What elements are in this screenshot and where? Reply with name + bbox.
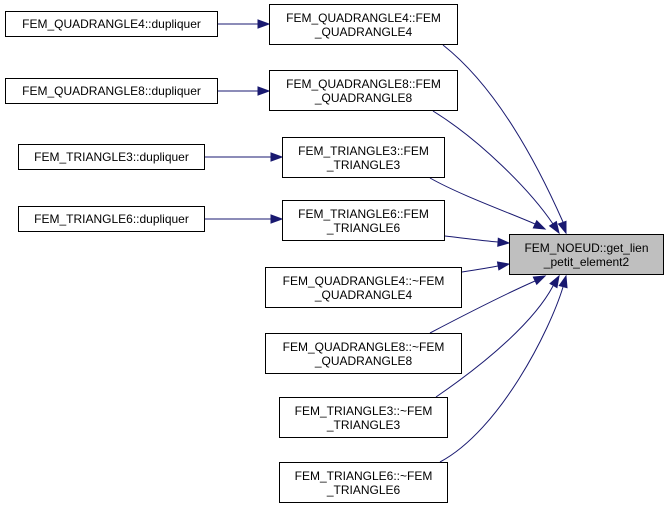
node-quadrangle8-constructor[interactable]: FEM_QUADRANGLE8::FEM _QUADRANGLE8 xyxy=(269,70,458,111)
node-label-line1: FEM_QUADRANGLE8::~FEM xyxy=(282,339,445,354)
node-triangle3-destructor[interactable]: FEM_TRIANGLE3::~FEM _TRIANGLE3 xyxy=(279,397,448,438)
node-label: FEM_TRIANGLE6::dupliquer xyxy=(34,212,189,226)
node-label-line2: _QUADRANGLE4 xyxy=(314,287,413,302)
node-target-get-lien-petit-element2[interactable]: FEM_NOEUD::get_lien _petit_element2 xyxy=(509,234,664,275)
node-quadrangle4-constructor[interactable]: FEM_QUADRANGLE4::FEM _QUADRANGLE4 xyxy=(269,4,458,45)
node-triangle6-destructor[interactable]: FEM_TRIANGLE6::~FEM _TRIANGLE6 xyxy=(279,462,448,503)
arrowhead-m8-to-target xyxy=(558,274,568,289)
node-quadrangle4-destructor[interactable]: FEM_QUADRANGLE4::~FEM _QUADRANGLE4 xyxy=(265,267,462,308)
arrowhead-m5-to-target xyxy=(496,261,511,271)
node-label-line2: _petit_element2 xyxy=(543,254,630,269)
node-label-line2: _QUADRANGLE4 xyxy=(314,24,413,39)
node-quadrangle8-destructor[interactable]: FEM_QUADRANGLE8::~FEM _QUADRANGLE8 xyxy=(265,333,462,374)
node-label-line1: FEM_TRIANGLE3::~FEM xyxy=(294,403,433,418)
arrowhead-l3-to-m3 xyxy=(270,152,284,162)
arrowhead-m3-to-target xyxy=(532,219,547,230)
node-label-line1: FEM_QUADRANGLE4::FEM xyxy=(286,10,441,25)
arrowhead-m6-to-target xyxy=(532,275,547,286)
node-label-line1: FEM_TRIANGLE6::FEM xyxy=(298,206,429,221)
node-label-line1: FEM_QUADRANGLE4::~FEM xyxy=(282,273,445,288)
node-triangle6-constructor[interactable]: FEM_TRIANGLE6::FEM _TRIANGLE6 xyxy=(282,200,445,241)
node-label-line2: _TRIANGLE6 xyxy=(326,220,401,235)
node-label-line1: FEM_NOEUD::get_lien xyxy=(524,240,649,255)
node-label-line2: _TRIANGLE3 xyxy=(326,417,401,432)
edge-m3-to-target xyxy=(429,177,536,225)
node-label: FEM_TRIANGLE3::dupliquer xyxy=(34,150,189,164)
edge-m4-to-target xyxy=(444,235,499,243)
node-triangle6-dupliquer[interactable]: FEM_TRIANGLE6::dupliquer xyxy=(18,206,205,232)
arrowhead-m7-to-target xyxy=(549,274,560,289)
node-label-line2: _TRIANGLE3 xyxy=(326,157,401,172)
node-label-line2: _QUADRANGLE8 xyxy=(314,90,413,105)
arrowhead-l1-to-m1 xyxy=(257,19,271,29)
edge-m6-to-target xyxy=(429,280,536,334)
node-label-line1: FEM_TRIANGLE3::FEM xyxy=(298,143,429,158)
node-triangle3-constructor[interactable]: FEM_TRIANGLE3::FEM _TRIANGLE3 xyxy=(282,137,445,178)
arrowhead-m1-to-target xyxy=(557,220,567,235)
node-label-line1: FEM_QUADRANGLE8::FEM xyxy=(286,76,441,91)
edge-m5-to-target xyxy=(461,265,499,273)
arrowhead-l4-to-m4 xyxy=(270,214,284,224)
edge-m8-to-target xyxy=(439,286,564,463)
arrowhead-m4-to-target xyxy=(497,237,511,247)
node-triangle3-dupliquer[interactable]: FEM_TRIANGLE3::dupliquer xyxy=(18,144,205,170)
node-label: FEM_QUADRANGLE8::dupliquer xyxy=(22,84,201,98)
node-label-line1: FEM_TRIANGLE6::~FEM xyxy=(294,468,433,483)
node-label: FEM_QUADRANGLE4::dupliquer xyxy=(22,17,201,31)
node-quadrangle8-dupliquer[interactable]: FEM_QUADRANGLE8::dupliquer xyxy=(5,78,218,104)
edge-m7-to-target xyxy=(435,285,554,398)
node-label-line2: _TRIANGLE6 xyxy=(326,482,401,497)
arrowhead-l2-to-m2 xyxy=(257,86,271,96)
node-quadrangle4-dupliquer[interactable]: FEM_QUADRANGLE4::dupliquer xyxy=(5,11,218,37)
edge-m2-to-target xyxy=(432,110,554,225)
node-label-line2: _QUADRANGLE8 xyxy=(314,353,413,368)
edge-m1-to-target xyxy=(442,44,564,223)
arrowhead-m2-to-target xyxy=(548,220,560,235)
